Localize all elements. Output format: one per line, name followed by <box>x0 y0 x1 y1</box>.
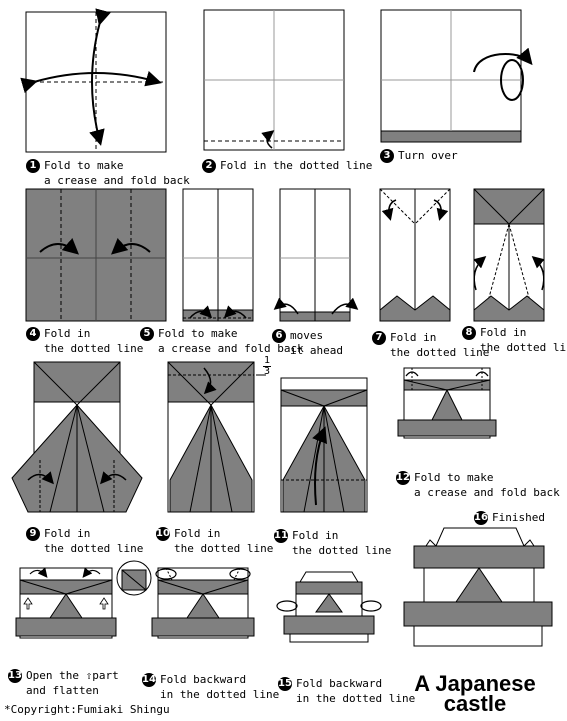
step-2-figure <box>203 9 345 151</box>
step-7-figure <box>379 188 451 322</box>
step-4-figure <box>25 188 167 322</box>
step-8-figure <box>473 188 545 322</box>
step-3-figure <box>380 9 533 143</box>
step-9-figure <box>11 361 143 513</box>
step-6-figure <box>273 188 359 322</box>
step-10-figure <box>167 361 266 513</box>
step-5-figure <box>182 188 254 322</box>
step-13-figure <box>15 560 152 639</box>
step-16-figure <box>403 527 553 647</box>
step-12-figure <box>397 367 497 439</box>
step-1-figure <box>20 8 167 153</box>
copyright-text: *Copyright:Fumiaki Shingu <box>4 703 170 716</box>
step-11-figure <box>280 377 368 513</box>
step-14-figure <box>151 567 255 639</box>
step-15-figure <box>276 571 382 643</box>
